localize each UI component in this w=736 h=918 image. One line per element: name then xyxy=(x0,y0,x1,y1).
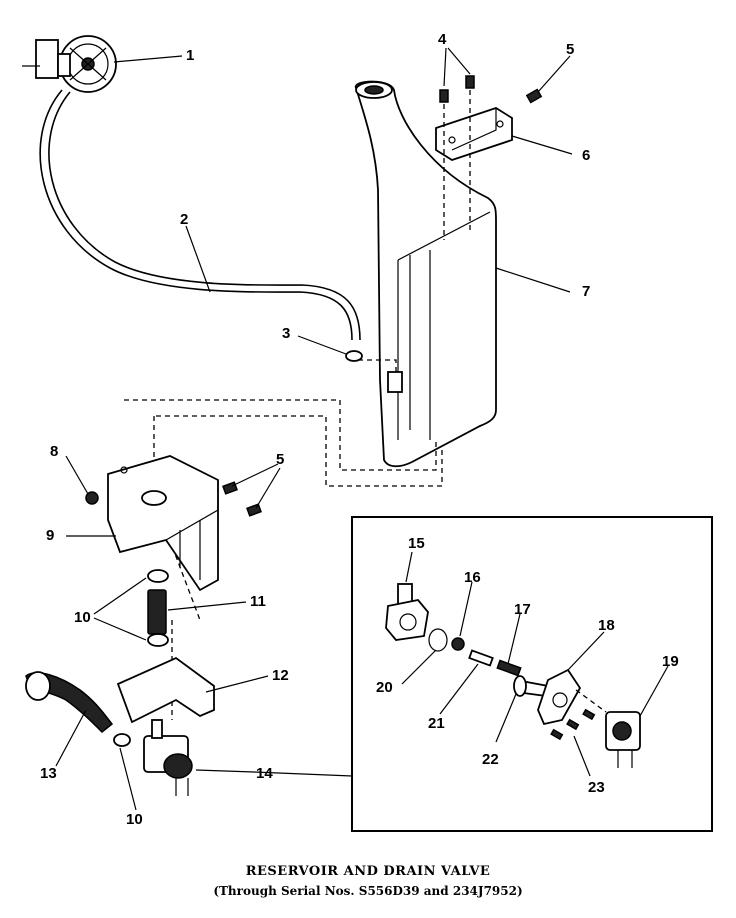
callout-17: 17 xyxy=(514,601,531,618)
callout-5-top: 5 xyxy=(566,41,574,58)
detail-inset-frame xyxy=(351,516,713,832)
callout-labels: 1 2 3 4 5 6 7 8 9 5 10 11 12 13 10 14 15… xyxy=(40,31,679,828)
callout-8: 8 xyxy=(50,443,58,460)
callout-15: 15 xyxy=(408,535,425,552)
callout-21: 21 xyxy=(428,715,445,732)
callout-20: 20 xyxy=(376,679,393,696)
mounting-hardware-top xyxy=(435,75,543,161)
callout-23: 23 xyxy=(588,779,605,796)
callout-16: 16 xyxy=(464,569,481,586)
diagram-subtitle: (Through Serial Nos. S556D39 and 234J795… xyxy=(213,884,523,898)
callout-4: 4 xyxy=(438,31,447,48)
callout-11: 11 xyxy=(250,593,266,610)
callout-18: 18 xyxy=(598,617,615,634)
callout-6: 6 xyxy=(582,147,590,164)
callout-7: 7 xyxy=(582,283,590,300)
leader-lines xyxy=(55,47,669,811)
callout-5-lower: 5 xyxy=(276,451,284,468)
diagram-title: RESERVOIR AND DRAIN VALVE xyxy=(245,864,491,879)
reservoir xyxy=(355,80,497,468)
hose-clamp-3 xyxy=(345,350,363,362)
callout-3: 3 xyxy=(282,325,290,342)
callout-9: 9 xyxy=(46,527,54,544)
callout-1: 1 xyxy=(186,47,194,64)
callout-19: 19 xyxy=(662,653,679,670)
pressure-switch xyxy=(22,35,117,93)
callout-10-lower: 10 xyxy=(126,811,143,828)
callout-2: 2 xyxy=(180,211,188,228)
lower-bracket xyxy=(85,455,262,592)
drain-connector xyxy=(147,569,169,647)
callout-13: 13 xyxy=(40,765,57,782)
valve-shield xyxy=(116,656,215,724)
callout-10-upper: 10 xyxy=(74,609,91,626)
callout-12: 12 xyxy=(272,667,289,684)
pressure-hose xyxy=(39,89,361,341)
drain-hose xyxy=(25,671,114,734)
callout-14: 14 xyxy=(256,765,273,782)
callout-22: 22 xyxy=(482,751,499,768)
inset-parts xyxy=(385,583,641,768)
drain-valve xyxy=(113,719,193,796)
